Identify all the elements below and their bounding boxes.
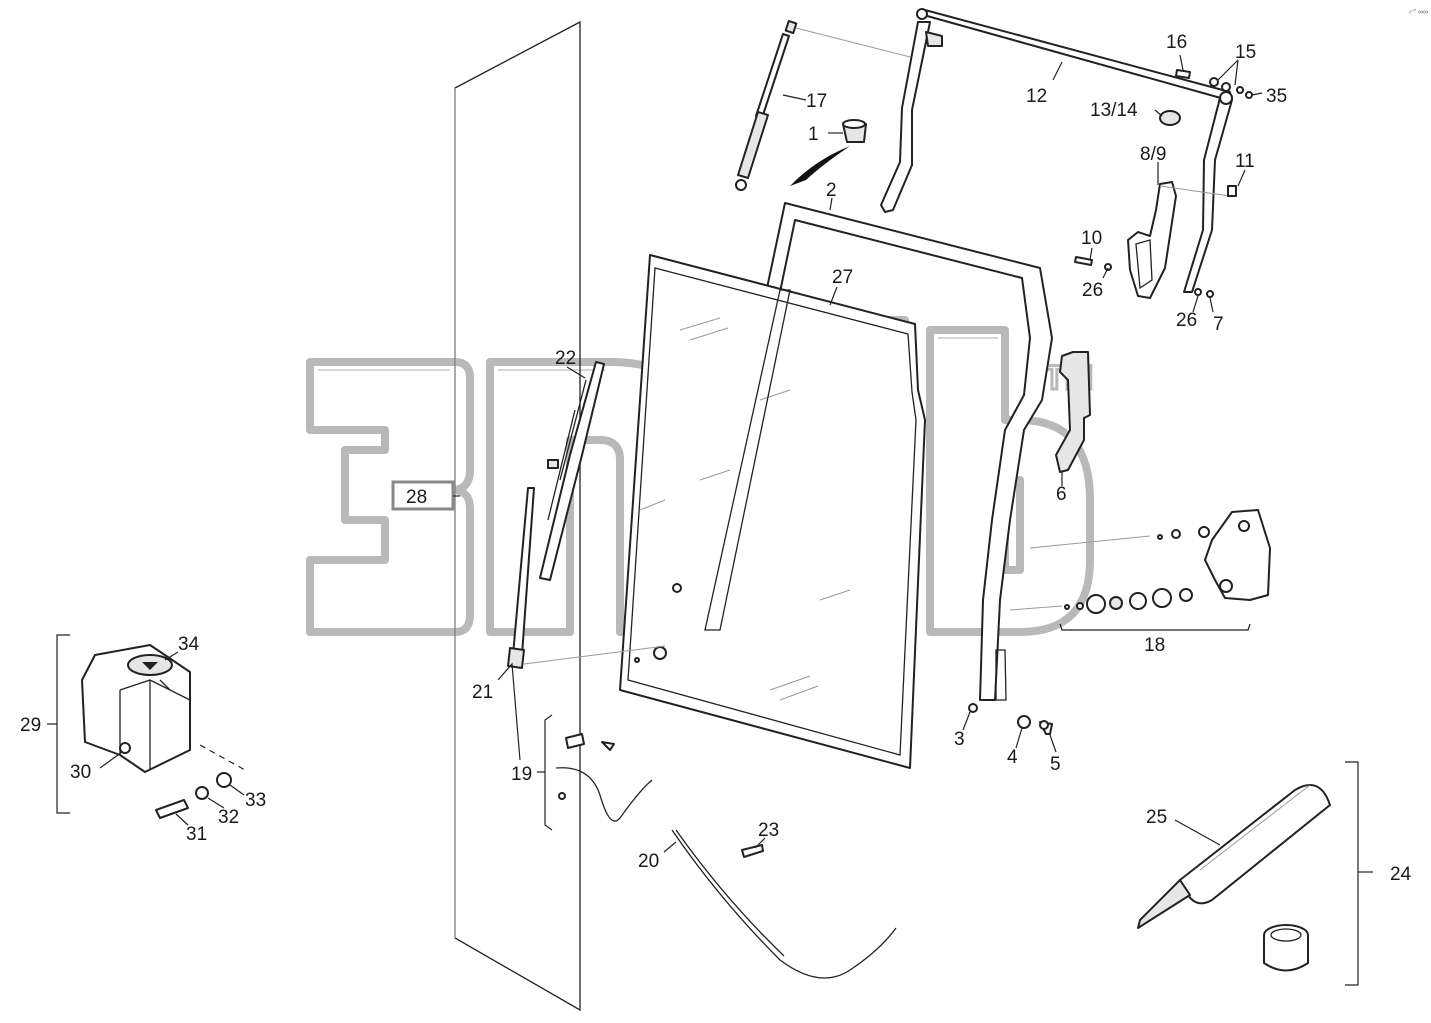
callout-1: 1 [808, 124, 819, 145]
wiper-arm [507, 487, 666, 669]
corner-mark: ♂° ∞∞ [1408, 8, 1428, 16]
callout-24: 24 [1390, 864, 1412, 885]
knob [1159, 110, 1181, 126]
door-handle [1074, 181, 1237, 299]
callout-8-9: 8/9 [1140, 144, 1166, 165]
callout-18: 18 [1144, 635, 1165, 656]
callout-25: 25 [1146, 807, 1167, 828]
callout-4: 4 [1007, 747, 1018, 768]
callout-15: 15 [1235, 42, 1256, 63]
callout-22: 22 [555, 348, 576, 369]
hinge-hardware [968, 703, 1053, 735]
callout-3: 3 [954, 729, 965, 750]
callout-26-left: 26 [1082, 280, 1103, 301]
callout-19: 19 [511, 764, 532, 785]
callout-16: 16 [1166, 32, 1187, 53]
washer-reservoir [56, 634, 246, 819]
callout-27: 27 [832, 267, 853, 288]
wiper-motor [1009, 509, 1271, 631]
callout-29: 29 [20, 715, 41, 736]
callout-labels: 1 2 3 4 5 6 7 8/9 10 11 12 13/14 15 16 1… [20, 32, 1412, 885]
callout-13-14: 13/14 [1090, 100, 1138, 121]
hose-connector [741, 844, 764, 858]
callout-17: 17 [806, 91, 827, 112]
gas-strut [735, 20, 923, 191]
linkage-rod [880, 8, 1233, 293]
washer-nozzle-kit [544, 714, 653, 831]
bushing [790, 119, 867, 186]
callout-31: 31 [186, 824, 207, 845]
callout-11: 11 [1235, 151, 1255, 172]
washer-hose [671, 829, 897, 979]
callout-21: 21 [472, 682, 493, 703]
callout-28: 28 [406, 487, 427, 508]
callout-34: 34 [178, 634, 200, 655]
callout-7: 7 [1213, 314, 1224, 335]
callout-12: 12 [1026, 86, 1047, 107]
callout-2: 2 [826, 180, 837, 201]
latch-plate [1055, 351, 1091, 473]
callout-30: 30 [70, 762, 91, 783]
callout-23: 23 [758, 820, 779, 841]
leader-lines [47, 54, 1373, 873]
wiper-blade [539, 361, 605, 581]
callout-10: 10 [1081, 228, 1102, 249]
callout-20: 20 [638, 851, 659, 872]
callout-26-right: 26 [1176, 310, 1197, 331]
callout-6: 6 [1056, 484, 1067, 505]
callout-33: 33 [245, 790, 266, 811]
callout-32: 32 [218, 807, 239, 828]
callout-35: 35 [1266, 86, 1287, 107]
pin-and-washers [1175, 69, 1253, 99]
door-glass [619, 254, 926, 769]
callout-5: 5 [1050, 754, 1061, 775]
sealant-kit [1137, 761, 1359, 986]
cab-side-panel [454, 20, 581, 1012]
